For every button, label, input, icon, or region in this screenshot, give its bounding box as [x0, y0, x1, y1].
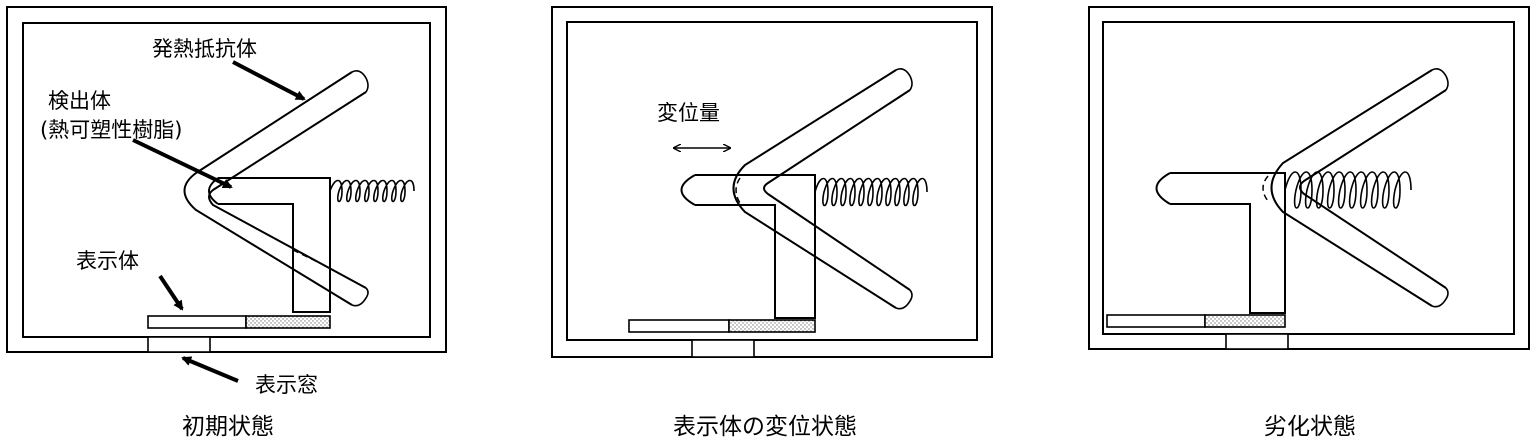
panel-degraded: 劣化状態: [1088, 6, 1530, 440]
caption-displaced: 表示体の変位状態: [673, 414, 857, 440]
panel-initial: 発熱抵抗体 検出体 (熱可塑性樹脂) 表示体 表示窓 初期状態: [6, 6, 447, 440]
heater-tube: [1270, 69, 1447, 307]
housing-inner: [22, 22, 431, 338]
indicator-bar: [1106, 314, 1206, 328]
label-window: 表示窓: [255, 373, 318, 397]
detector-tip: [680, 174, 696, 206]
panel-displaced: 変位量 表示体の変位状態: [551, 6, 993, 440]
housing-outer: [551, 6, 993, 358]
label-detector-material: (熱可塑性樹脂): [40, 118, 182, 142]
spring-coil-icon: [814, 177, 928, 207]
housing-outer: [1088, 6, 1530, 350]
indicator-bar-dotted: [1204, 314, 1286, 328]
arrow-icon: [181, 356, 239, 383]
indicator-bar: [628, 319, 730, 333]
heater-tube-end-upper: [1431, 68, 1449, 91]
heater-tube: [732, 69, 911, 309]
indicator-bar-dotted: [245, 315, 331, 329]
label-displacement: 変位量: [657, 101, 720, 125]
caption-degraded: 劣化状態: [1264, 414, 1356, 440]
spring-coil-icon: [1284, 171, 1412, 209]
display-window: [691, 339, 755, 358]
arrow-icon: [158, 274, 184, 311]
heater-tube: [183, 71, 367, 306]
hidden-line: [292, 249, 331, 269]
label-detector: 検出体: [48, 89, 111, 113]
display-window: [147, 336, 211, 353]
arrow-icon: [232, 60, 306, 101]
display-window: [1225, 333, 1289, 350]
housing-outer: [6, 6, 447, 353]
housing-inner: [566, 21, 978, 341]
housing-inner: [1102, 21, 1515, 335]
heater-tube-end-lower: [351, 287, 369, 307]
detector-body: [695, 174, 816, 319]
heater-tube-end-upper: [351, 70, 369, 93]
spring-coil-icon: [329, 179, 415, 203]
indicator-bar-dotted: [728, 319, 816, 333]
hidden-line: [1262, 175, 1269, 202]
arrow-icon: [132, 138, 233, 189]
indicator-bar: [147, 315, 247, 329]
hidden-line: [735, 177, 741, 204]
detector-tip: [1155, 172, 1171, 205]
heater-tube-end-lower: [1431, 287, 1449, 308]
heater-tube-end-upper: [895, 68, 913, 91]
caption-initial: 初期状態: [182, 414, 274, 440]
detector-body: [1170, 172, 1286, 314]
label-indicator: 表示体: [76, 249, 139, 273]
label-heater: 発熱抵抗体: [152, 37, 257, 61]
detector-body: [218, 177, 331, 313]
heater-tube-end-lower: [895, 289, 913, 310]
